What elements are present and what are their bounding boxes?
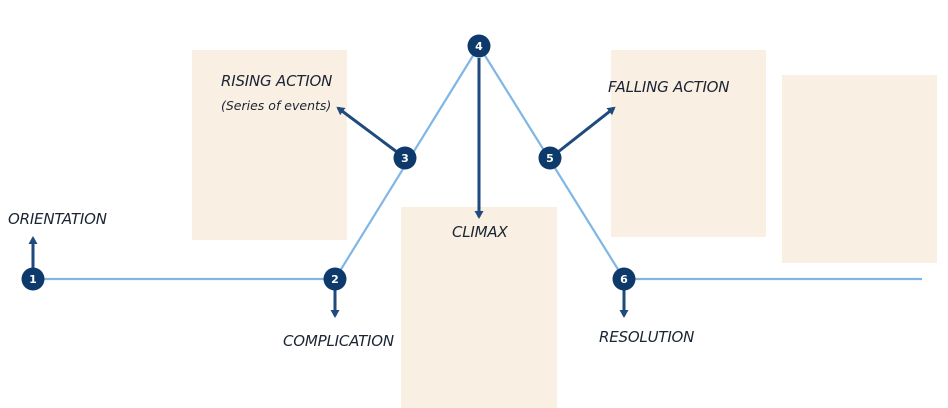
label-falling-action: FALLING ACTION bbox=[608, 78, 729, 96]
node-2-number: 2 bbox=[331, 273, 339, 286]
node-3: 3 bbox=[393, 146, 417, 170]
node-6-number: 6 bbox=[620, 273, 628, 286]
label-rising-action-sub: (Series of events) bbox=[221, 98, 331, 113]
label-resolution: RESOLUTION bbox=[599, 328, 694, 346]
label-climax: CLIMAX bbox=[452, 223, 508, 241]
arrow-rising-action bbox=[336, 106, 398, 154]
node-4-number: 4 bbox=[475, 40, 483, 53]
label-orientation: ORIENTATION bbox=[8, 210, 107, 228]
node-2: 2 bbox=[323, 267, 347, 291]
node-4: 4 bbox=[467, 34, 491, 58]
label-rising-action: RISING ACTION bbox=[221, 72, 332, 90]
node-1: 1 bbox=[21, 267, 45, 291]
note-box-extra bbox=[782, 75, 937, 263]
label-complication: COMPLICATION bbox=[283, 332, 394, 350]
arrow-falling-action bbox=[557, 106, 616, 154]
node-5-number: 5 bbox=[546, 152, 554, 165]
node-1-number: 1 bbox=[29, 273, 37, 286]
node-3-number: 3 bbox=[401, 152, 409, 165]
note-box-climax bbox=[401, 207, 557, 408]
note-box-rising-action bbox=[192, 50, 347, 240]
node-5: 5 bbox=[538, 146, 562, 170]
note-box-falling-action bbox=[611, 50, 766, 237]
node-6: 6 bbox=[612, 267, 636, 291]
